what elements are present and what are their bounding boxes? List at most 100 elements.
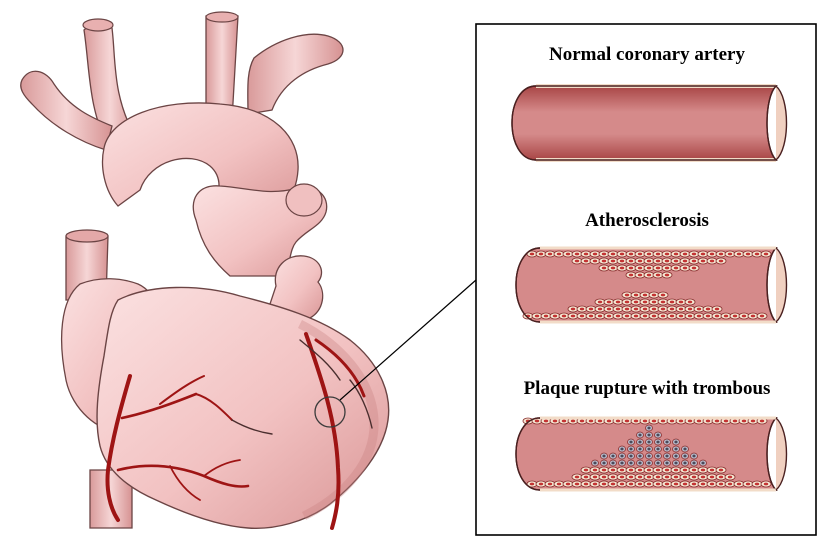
plaque-cell-nucleus [706, 420, 711, 423]
plaque-cell-nucleus [656, 483, 661, 486]
plaque-cell-nucleus [611, 260, 616, 263]
plaque-cell-nucleus [616, 420, 621, 423]
plaque-cell-nucleus [535, 420, 540, 423]
plaque-cell-nucleus [629, 267, 634, 270]
plaque-cell-nucleus [629, 253, 634, 256]
plaque-cell-nucleus [719, 253, 724, 256]
plaque-cell-nucleus [638, 253, 643, 256]
plaque-cell-nucleus [548, 483, 553, 486]
plaque-cell-nucleus [553, 420, 558, 423]
plaque-cell-nucleus [629, 483, 634, 486]
plaque-cell-nucleus [647, 267, 652, 270]
plaque-cell-nucleus [661, 294, 666, 297]
plaque-cell-nucleus [652, 420, 657, 423]
plaque-cell-nucleus [566, 253, 571, 256]
plaque-cell-nucleus [665, 267, 670, 270]
plaque-cell-nucleus [575, 253, 580, 256]
thrombus-cell-nucleus [620, 448, 623, 451]
plaque-cell-nucleus [625, 308, 630, 311]
plaque-cell-nucleus [665, 469, 670, 472]
plaque-cell-nucleus [647, 469, 652, 472]
plaque-cell-nucleus [656, 274, 661, 277]
plaque-cell-nucleus [629, 469, 634, 472]
plaque-cell-nucleus [620, 476, 625, 479]
plaque-cell-nucleus [710, 476, 715, 479]
plaque-cell-nucleus [683, 253, 688, 256]
plaque-cell-nucleus [530, 253, 535, 256]
heart-illustration [21, 12, 389, 528]
plaque-cell-nucleus [715, 315, 720, 318]
plaque-cell-nucleus [638, 469, 643, 472]
plaque-cell-nucleus [602, 267, 607, 270]
plaque-cell-nucleus [629, 476, 634, 479]
plaque-cell-nucleus [692, 260, 697, 263]
plaque-cell-nucleus [575, 260, 580, 263]
plaque-cell-nucleus [733, 420, 738, 423]
plaque-cell-nucleus [575, 483, 580, 486]
plaque-cell-nucleus [751, 420, 756, 423]
thrombus-cell-nucleus [674, 448, 677, 451]
plaque-cell-nucleus [701, 469, 706, 472]
plaque-cell-nucleus [611, 267, 616, 270]
plaque-cell-nucleus [728, 476, 733, 479]
plaque-cell-nucleus [719, 483, 724, 486]
plaque-cell-nucleus [571, 315, 576, 318]
carotid-opening [206, 12, 238, 22]
plaque-cell-nucleus [611, 253, 616, 256]
plaque-cell-nucleus [688, 315, 693, 318]
plaque-cell-nucleus [625, 315, 630, 318]
plaque-cell-nucleus [620, 253, 625, 256]
thrombus-cell-nucleus [656, 441, 659, 444]
plaque-cell-nucleus [602, 469, 607, 472]
plaque-cell-nucleus [665, 476, 670, 479]
plaque-cell-nucleus [611, 476, 616, 479]
thrombus-cell-nucleus [656, 455, 659, 458]
plaque-cell-nucleus [638, 260, 643, 263]
plaque-cell-nucleus [562, 420, 567, 423]
plaque-cell-nucleus [602, 476, 607, 479]
plaque-cell-nucleus [697, 308, 702, 311]
thrombus-cell-nucleus [692, 462, 695, 465]
plaque-cell-nucleus [602, 483, 607, 486]
plaque-cell-nucleus [643, 294, 648, 297]
plaque-cell-nucleus [701, 260, 706, 263]
thrombus-cell-nucleus [656, 434, 659, 437]
plaque-cell-nucleus [616, 315, 621, 318]
plaque-cell-nucleus [755, 253, 760, 256]
plaque-cell-nucleus [571, 308, 576, 311]
plaque-cell-nucleus [643, 308, 648, 311]
plaque-cell-nucleus [602, 260, 607, 263]
thrombus-cell-nucleus [647, 455, 650, 458]
plaque-cell-nucleus [701, 253, 706, 256]
thrombus-cell-nucleus [629, 441, 632, 444]
thrombus-cell-nucleus [647, 441, 650, 444]
plaque-cell-nucleus [598, 301, 603, 304]
plaque-cell-nucleus [665, 253, 670, 256]
plaque-cell-nucleus [697, 420, 702, 423]
normal-artery-tube [512, 86, 787, 160]
thrombus-cell-nucleus [593, 462, 596, 465]
plaque-cell-nucleus [715, 420, 720, 423]
plaque-cell-nucleus [661, 301, 666, 304]
plaque-cell-nucleus [625, 420, 630, 423]
plaque-cell-nucleus [562, 315, 567, 318]
thrombus-cell-nucleus [683, 462, 686, 465]
plaque-cell-nucleus [760, 315, 765, 318]
plaque-cell-nucleus [674, 253, 679, 256]
plaque-cell-nucleus [710, 260, 715, 263]
plaque-cell-nucleus [557, 253, 562, 256]
plaque-cell-nucleus [580, 308, 585, 311]
plaque-cell-nucleus [665, 260, 670, 263]
plaque-cell-nucleus [634, 308, 639, 311]
plaque-cell-nucleus [742, 315, 747, 318]
plaque-cell-nucleus [746, 483, 751, 486]
plaque-cell-nucleus [719, 476, 724, 479]
plaque-cell-nucleus [656, 476, 661, 479]
atherosclerosis-tube [516, 248, 787, 322]
plaque-cell-nucleus [674, 267, 679, 270]
thrombus-cell-nucleus [602, 462, 605, 465]
plaque-cell-nucleus [575, 476, 580, 479]
thrombus-cell-nucleus [629, 462, 632, 465]
plaque-cell-nucleus [683, 469, 688, 472]
